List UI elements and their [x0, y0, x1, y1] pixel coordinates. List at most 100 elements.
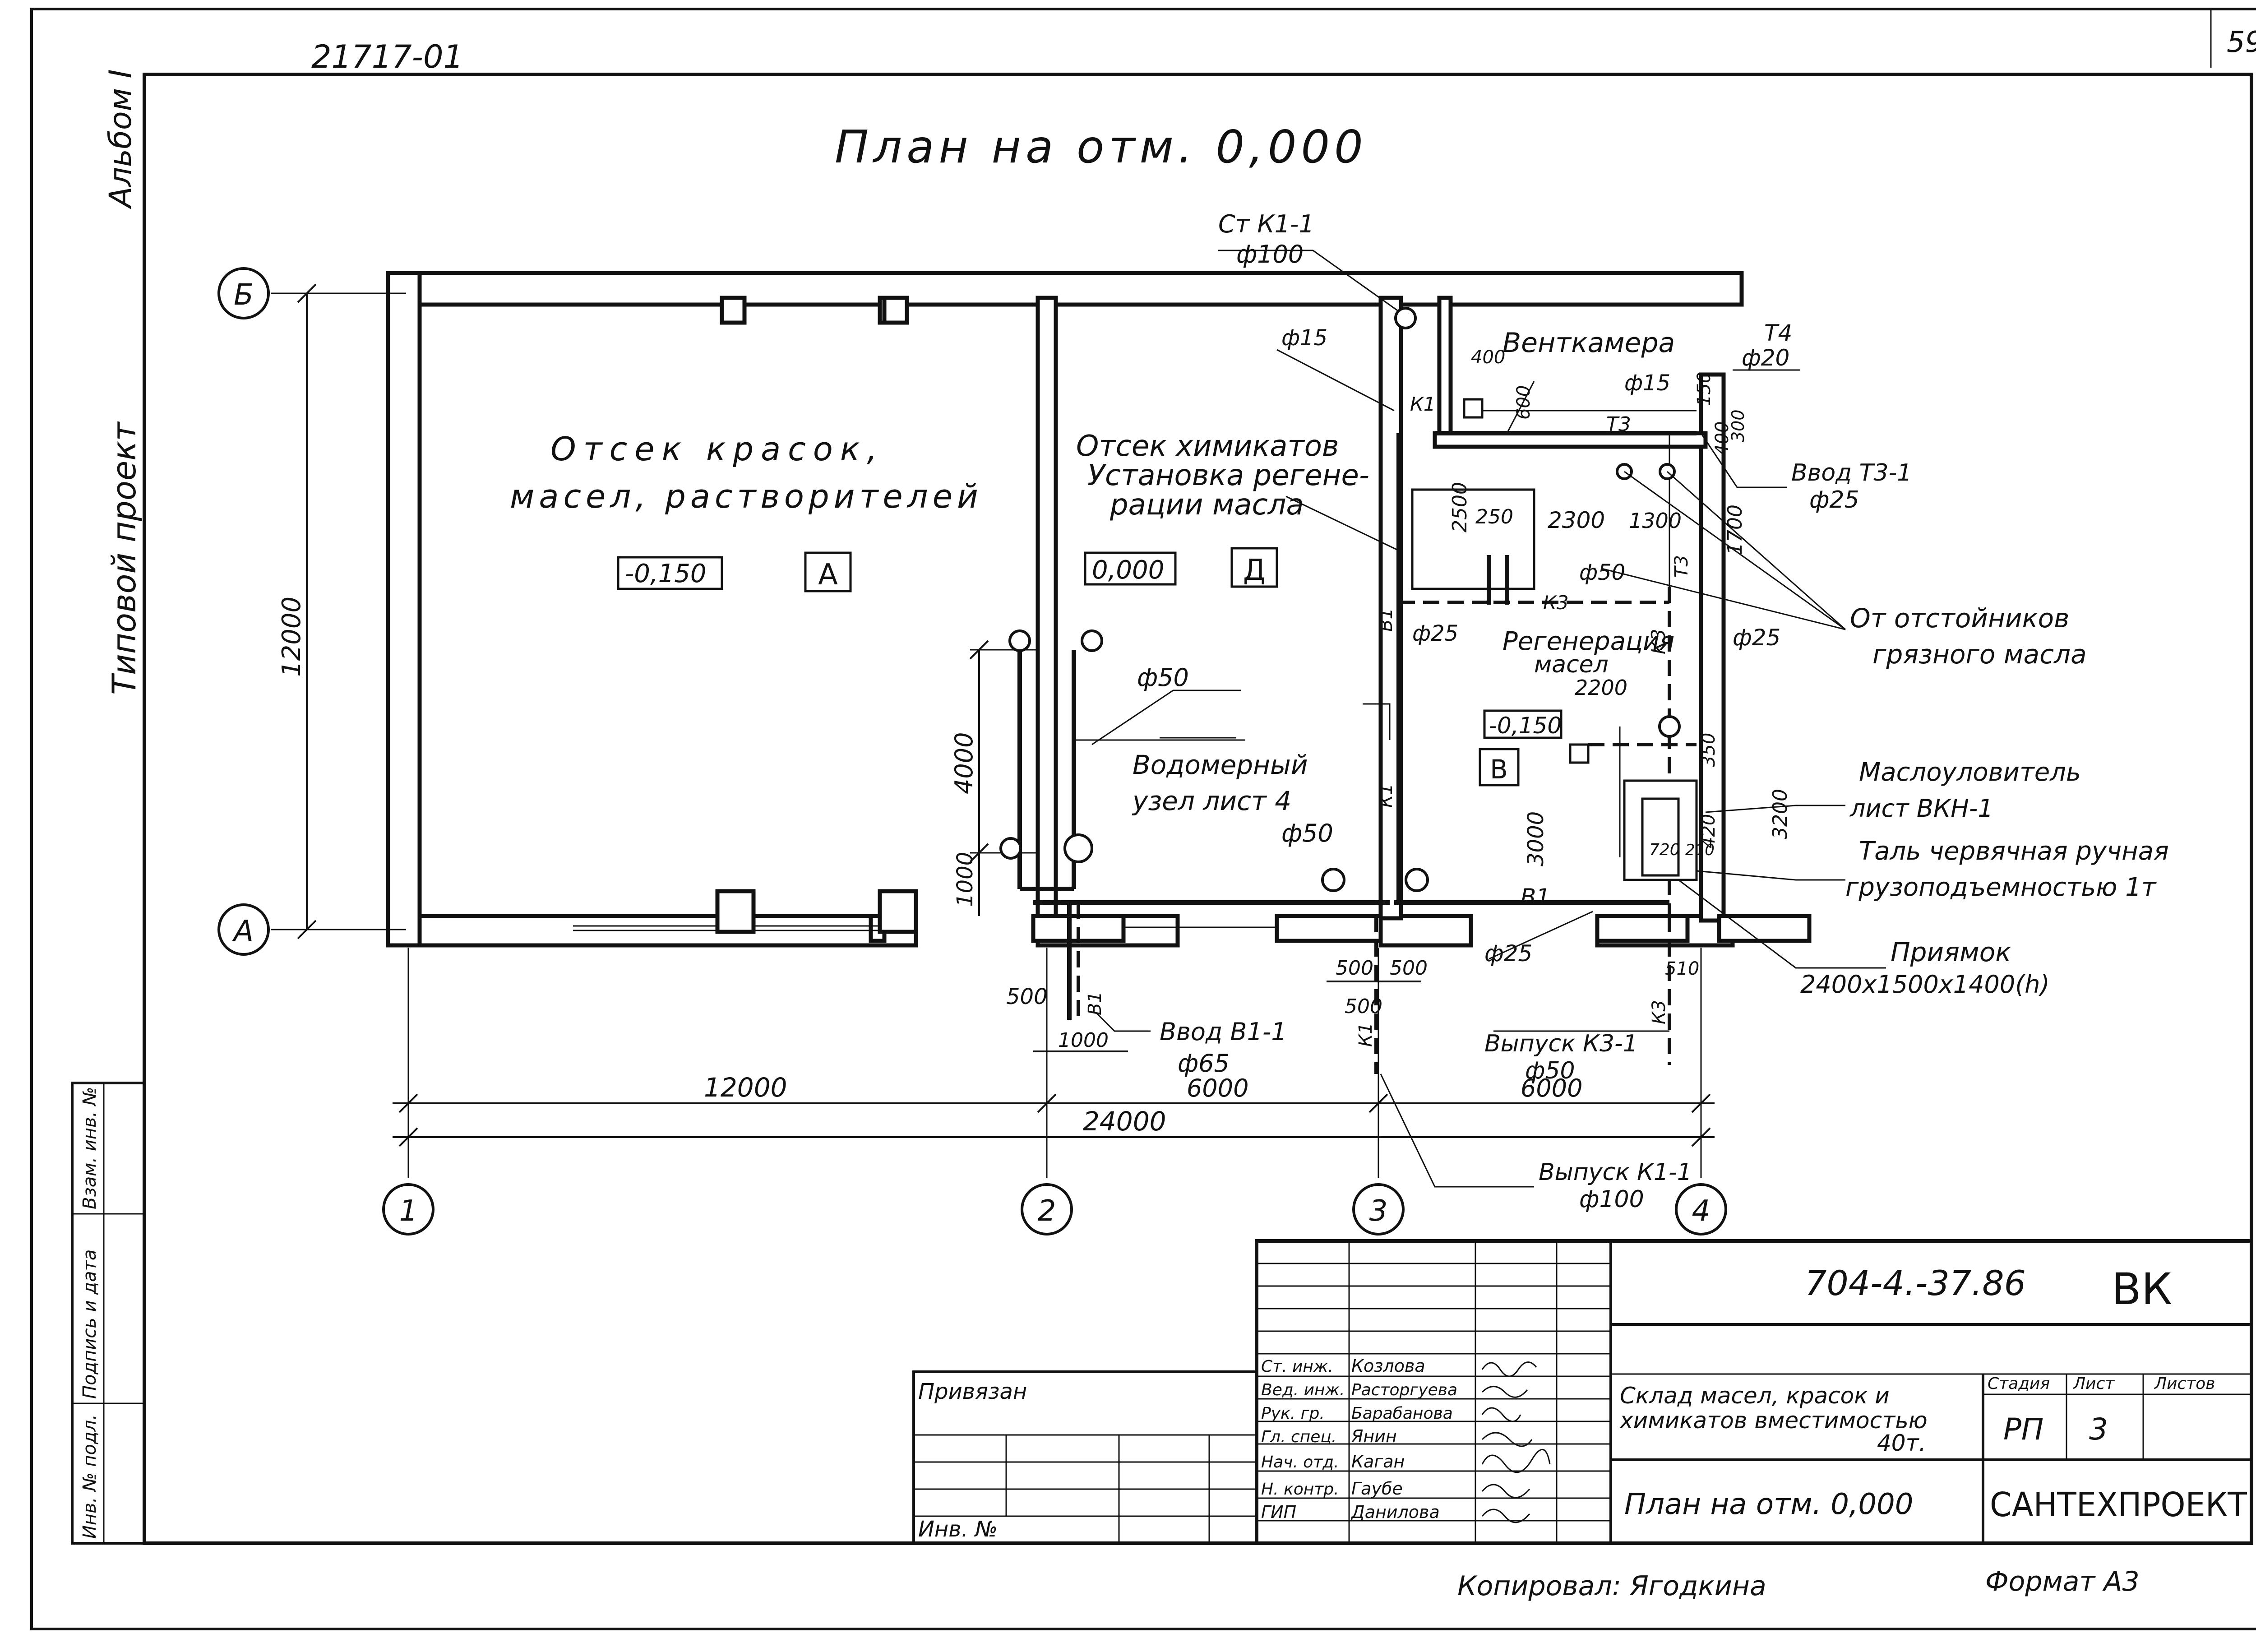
room-paints-mark: -0,150	[625, 559, 707, 588]
valve-box-icon	[1463, 398, 1484, 419]
room-chem-name-3: рации масла	[1110, 488, 1304, 522]
note-vvod-t31-diameter: ф25	[1809, 486, 1859, 514]
note-maslo-2: лист ВКН-1	[1849, 794, 1993, 823]
note-tal-2: грузоподъемностью 1т	[1845, 873, 2157, 902]
stamp-stage-label: Стадия	[1988, 1374, 2050, 1393]
stamp-name: Каган	[1351, 1452, 1405, 1472]
valve-box-icon	[1569, 743, 1590, 764]
sheet-number: 59	[2227, 26, 2256, 59]
dim-720: 720	[1649, 841, 1680, 859]
room-chem-cat: Д	[1243, 554, 1266, 587]
axis-label-a: А	[232, 915, 254, 948]
room-vent: Венткамера	[1502, 327, 1675, 359]
dim-1000-vertical: 1000	[952, 852, 978, 907]
valve-icon	[1008, 629, 1031, 652]
room-paints-name-1: Отсек красок,	[550, 430, 884, 468]
stamp-role: Вед. инж.	[1261, 1381, 1345, 1399]
note-t3: Т3	[1606, 413, 1631, 436]
dim-500-a: 500	[1006, 984, 1048, 1009]
stamp-sheets-label: Листов	[2154, 1374, 2215, 1393]
stamp-name: Расторгуева	[1351, 1381, 1457, 1399]
dim-3200: 3200	[1769, 789, 1792, 839]
valve-icon	[1658, 715, 1681, 738]
stamp-role: ГИП	[1261, 1502, 1296, 1522]
axis-label-2: 2	[1038, 1194, 1056, 1228]
room-chem-mark-box	[1084, 551, 1177, 586]
dim-150: 150	[1694, 372, 1715, 406]
side-stamp: Инв. № подл. Подпись и дата Взам. инв. №	[71, 1082, 146, 1545]
dim-12000-vertical: 12000	[277, 597, 306, 677]
valve-icon	[1405, 868, 1429, 892]
room-regen-name-2: масел	[1534, 651, 1609, 678]
dim-6000-left: 6000	[1187, 1074, 1248, 1102]
axis-bubble-b	[217, 267, 270, 319]
plan-title: План на отм. 0,000	[835, 120, 1368, 173]
note-t4: Т4	[1764, 320, 1792, 346]
valve-icon	[999, 837, 1022, 860]
note-st-k11: Ст К1-1	[1218, 210, 1314, 238]
note-vvod-b11-diameter: ф65	[1178, 1049, 1230, 1078]
room-paints-cat-box	[804, 551, 852, 592]
room-chem-name-2: Установка регене-	[1087, 459, 1369, 492]
note-k1-c: К1	[1355, 1023, 1376, 1047]
regeneration-unit	[1411, 488, 1535, 590]
stamp-role: Гл. спец.	[1261, 1428, 1336, 1446]
axis-label-4: 4	[1692, 1194, 1710, 1228]
stamp-sheet-title: План на отм. 0,000	[1624, 1488, 1913, 1521]
dim-500-b: 500	[1336, 957, 1373, 980]
dim-500-c: 500	[1390, 957, 1428, 980]
room-regen-cat: В	[1490, 754, 1508, 785]
dim-1000-horizontal: 1000	[1058, 1029, 1109, 1052]
room-regen-mark-box	[1483, 709, 1563, 739]
note-t3-b: Т3	[1671, 555, 1692, 578]
leader-lines	[1091, 250, 1886, 1188]
dim-12000-horizontal: 12000	[704, 1072, 787, 1103]
dim-350: 350	[1698, 733, 1719, 767]
room-labels: Отсек красок, масел, растворителей -0,15…	[510, 327, 1675, 787]
dim-1300: 1300	[1629, 509, 1682, 533]
dim-6000-right: 6000	[1521, 1074, 1582, 1102]
stamp-name: Барабанова	[1351, 1404, 1453, 1423]
note-vodomer-2: узел лист 4	[1132, 786, 1291, 816]
stamp-object-3: 40т.	[1877, 1430, 1926, 1456]
dim-1700: 1700	[1724, 504, 1747, 555]
note-d25-a: ф25	[1412, 621, 1458, 646]
stamp-role: Н. контр.	[1261, 1480, 1339, 1499]
stamp-sheet: 3	[2089, 1412, 2108, 1447]
axis-bubble-2	[1021, 1183, 1073, 1236]
room-regen-cat-box	[1479, 748, 1520, 787]
note-k3-a: К3	[1543, 592, 1569, 614]
dim-2500: 2500	[1448, 482, 1471, 532]
note-b1-a: В1	[1376, 608, 1396, 632]
room-paints-name-2: масел, растворителей	[510, 477, 983, 515]
stamp-privyazan: Привязан	[918, 1379, 1027, 1404]
note-maslo-1: Маслоуловитель	[1859, 758, 2081, 787]
stamp-name: Гаубе	[1351, 1479, 1403, 1499]
note-d50-a: ф50	[1579, 560, 1625, 585]
signature-scribbles	[1481, 1361, 1551, 1523]
room-chem-cat-box	[1230, 547, 1278, 588]
note-vypusk-k11: Выпуск К1-1	[1539, 1159, 1692, 1186]
grid-axes: Б А 1 2 3 4	[217, 267, 1727, 1236]
dim-300: 300	[1728, 409, 1748, 442]
axis-label-1: 1	[399, 1194, 418, 1228]
stamp-organization: САНТЕХПРОЕКТ	[1990, 1485, 2247, 1524]
dim-420: 420	[1698, 814, 1719, 848]
dim-2300: 2300	[1548, 507, 1605, 533]
note-tal-1: Таль червячная ручная	[1859, 837, 2169, 866]
side-replace-inv: Взам. инв. №	[79, 1087, 100, 1209]
stamp-object-1: Склад масел, красок и	[1620, 1383, 1890, 1409]
archive-number: 21717-01	[311, 38, 463, 75]
stamp-name: Козлова	[1351, 1356, 1425, 1376]
axis-bubble-3	[1352, 1183, 1405, 1236]
note-d15-a: ф15	[1281, 325, 1327, 351]
stamp-object-2: химикатов вместимостью	[1619, 1407, 1928, 1434]
type-project-label: Типовой проект	[105, 421, 143, 695]
room-paints-mark-box	[617, 556, 723, 590]
note-k1-b: К1	[1376, 783, 1396, 808]
axis-bubble-a	[217, 903, 270, 956]
note-priyamok-2: 2400х1500х1400(h)	[1800, 970, 2050, 999]
note-d50-c: ф50	[1281, 819, 1333, 847]
stamp-name: Янин	[1351, 1426, 1397, 1446]
